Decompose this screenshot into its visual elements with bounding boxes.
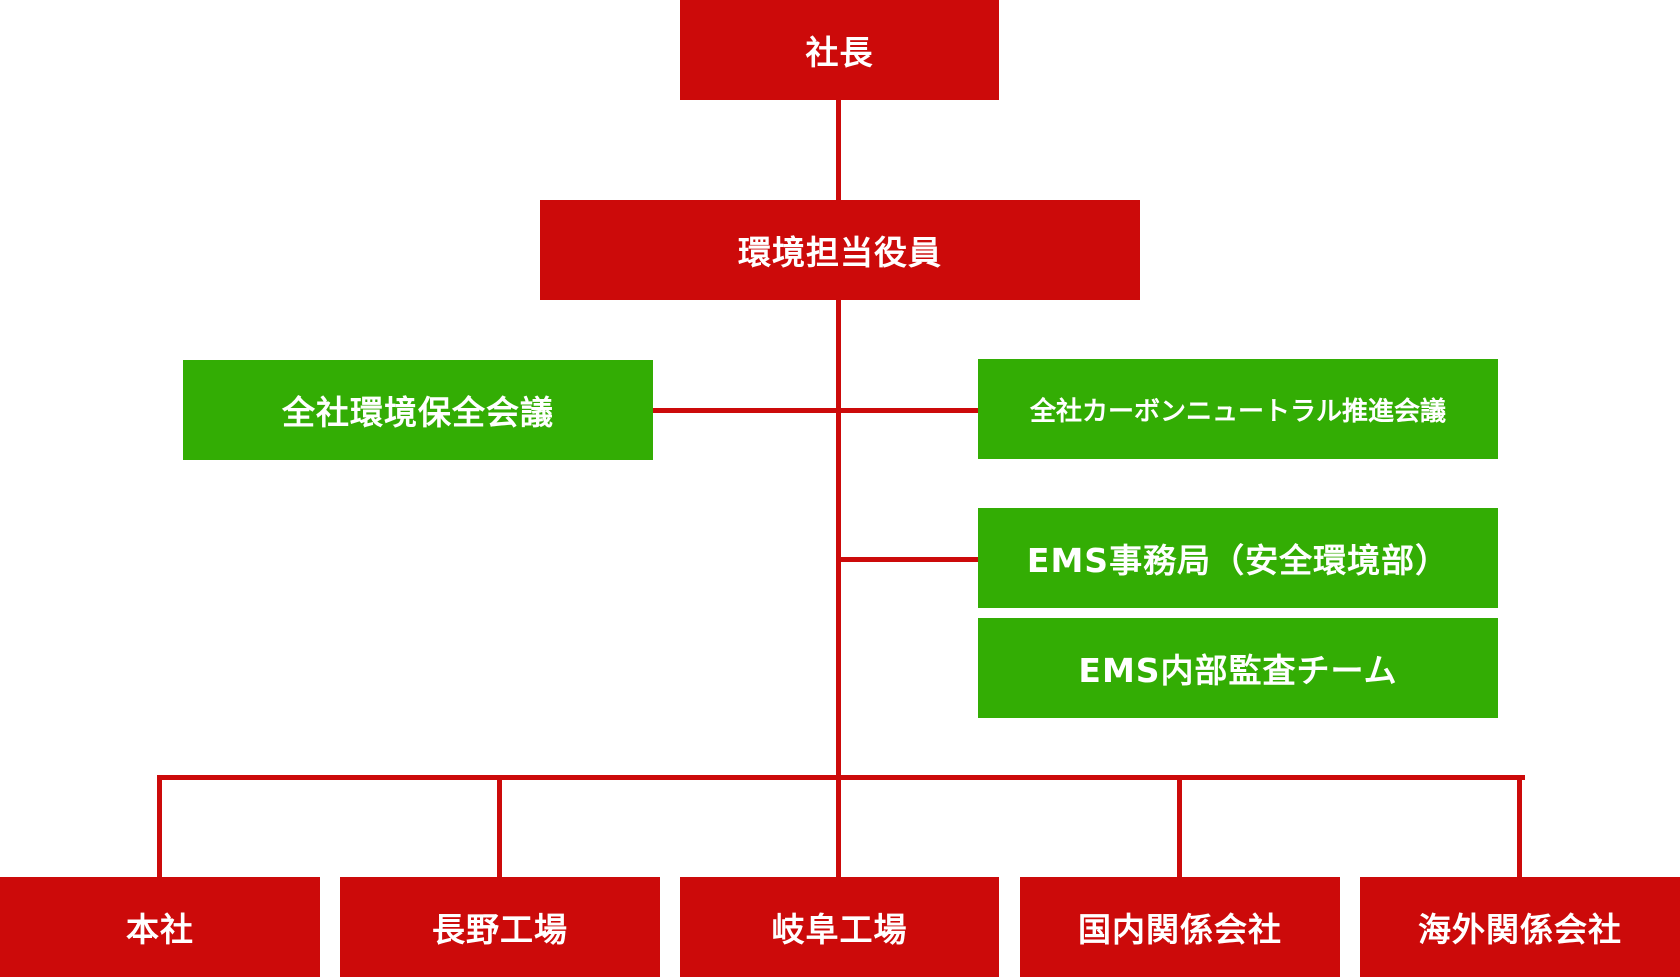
drop-line-3 bbox=[836, 777, 841, 879]
branch-left-line bbox=[652, 408, 838, 413]
bottom-bus-line bbox=[157, 775, 1525, 780]
president-box: 社長 bbox=[680, 0, 999, 100]
drop-line-4 bbox=[1177, 777, 1182, 879]
drop-line-5 bbox=[1517, 777, 1522, 879]
site-box-domestic: 国内関係会社 bbox=[1020, 877, 1340, 977]
env-council-box: 全社環境保全会議 bbox=[183, 360, 653, 460]
ems-office-box: EMS事務局（安全環境部） bbox=[978, 508, 1498, 608]
site-box-overseas: 海外関係会社 bbox=[1360, 877, 1680, 977]
carbon-council-box: 全社カーボンニュートラル推進会議 bbox=[978, 359, 1498, 459]
trunk-line bbox=[836, 98, 841, 778]
branch-right-line bbox=[838, 408, 978, 413]
branch-ems-line bbox=[838, 557, 978, 562]
drop-line-1 bbox=[157, 777, 162, 879]
site-box-head-office: 本社 bbox=[0, 877, 320, 977]
site-box-gifu: 岐阜工場 bbox=[680, 877, 999, 977]
drop-line-2 bbox=[497, 777, 502, 879]
audit-team-box: EMS内部監査チーム bbox=[978, 618, 1498, 718]
site-box-nagano: 長野工場 bbox=[340, 877, 660, 977]
env-officer-box: 環境担当役員 bbox=[540, 200, 1140, 300]
